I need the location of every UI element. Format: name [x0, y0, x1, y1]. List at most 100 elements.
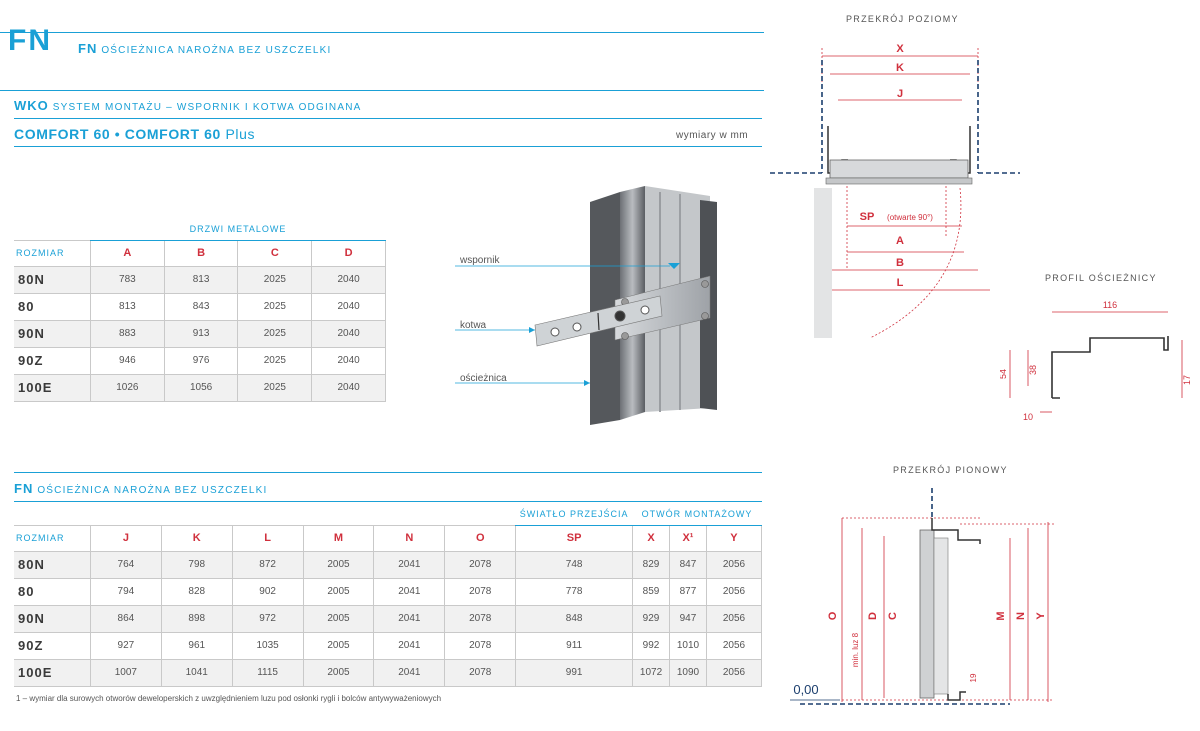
cell: 877 [669, 577, 707, 606]
dim-sp: SP [860, 211, 875, 223]
cell: 1072 [632, 658, 670, 687]
profil-title: PROFIL OŚCIEŻNICY [1045, 273, 1157, 283]
cell: 778 [515, 577, 634, 606]
table2-col-j: J [89, 524, 162, 552]
cell: 1035 [231, 631, 304, 660]
cell: 2041 [373, 631, 446, 660]
cell: 2040 [311, 265, 386, 294]
dim-sp-note: (otwarte 90°) [887, 213, 933, 222]
przekroj-pionowy-drawing: O D C M N Y min. luz 8 19 0,00 [790, 488, 1055, 705]
table-row: 80 813 843 2025 2040 [14, 292, 386, 321]
cell: 2005 [302, 604, 375, 633]
cell: 976 [163, 346, 239, 375]
fn-dimensions-table: ŚWIATŁO PRZEJŚCIA OTWÓR MONTAŻOWY ROZMIA… [14, 503, 763, 687]
drzwi-metalowe-table: DRZWI METALOWE ROZMIAR A B C D 80N 783 8… [14, 218, 386, 402]
row-size: 100E [14, 658, 91, 687]
cell: 961 [160, 631, 233, 660]
table2-col-sp: SP [515, 524, 634, 552]
cell: 2056 [705, 604, 763, 633]
cell: 859 [632, 577, 670, 606]
table-row: 80N 783 813 2025 2040 [14, 265, 386, 294]
cell: 2040 [311, 319, 386, 348]
dim-n: N [1015, 612, 1027, 620]
table2-rule [14, 501, 762, 502]
table2-col-n: N [373, 524, 446, 552]
row-size: 100E [14, 373, 91, 402]
wko-title: SYSTEM MONTAŻU – WSPORNIK I KOTWA ODGINA… [52, 102, 362, 113]
table-row: 90N 883 913 2025 2040 [14, 319, 386, 348]
cell: 972 [231, 604, 304, 633]
table2-col-o: O [444, 524, 517, 552]
row-size: 90N [14, 604, 91, 633]
cell: 798 [160, 550, 233, 579]
profil-38: 38 [1028, 365, 1038, 375]
table1-size-header: ROZMIAR [14, 239, 91, 267]
table2-col-x1: X¹ [669, 524, 707, 552]
cell: 1115 [231, 658, 304, 687]
group-sp: ŚWIATŁO PRZEJŚCIA [515, 503, 633, 526]
wko-header: WKO SYSTEM MONTAŻU – WSPORNIK I KOTWA OD… [14, 98, 362, 113]
dim-m: M [995, 611, 1007, 620]
product-line-title: COMFORT 60 • COMFORT 60 Plus [14, 126, 255, 142]
cell: 911 [515, 631, 634, 660]
cell: 2078 [444, 604, 517, 633]
wko-code: WKO [14, 98, 49, 113]
row-size: 90Z [14, 631, 91, 660]
cell: 843 [163, 292, 239, 321]
table2-fn-code: FN [14, 481, 34, 496]
cell: 992 [632, 631, 670, 660]
cell: 927 [89, 631, 162, 660]
cell: 2025 [237, 319, 313, 348]
cell: 2078 [444, 658, 517, 687]
label-wspornik: wspornik [460, 255, 500, 266]
cell: 828 [160, 577, 233, 606]
row-size: 90Z [14, 346, 91, 375]
table1-col-b: B [163, 239, 239, 267]
profil-54: 54 [1000, 369, 1008, 379]
row-size: 80 [14, 292, 91, 321]
dim-minluz: min. luz 8 [851, 632, 860, 667]
cell: 1010 [669, 631, 707, 660]
cell: 2005 [302, 658, 375, 687]
cell: 2005 [302, 577, 375, 606]
table-row: 100E 1007 1041 1115 2005 2041 2078 991 1… [14, 658, 763, 687]
profil-116: 116 [1103, 300, 1117, 310]
cell: 2041 [373, 550, 446, 579]
dim-d: D [867, 612, 879, 620]
cell: 2005 [302, 550, 375, 579]
row-size: 80 [14, 577, 91, 606]
fn-code: FN [78, 41, 98, 56]
table2-header: FN OŚCIEŻNICA NAROŻNA BEZ USZCZELKI [14, 481, 267, 496]
footnote: 1 – wymiar dla surowych otworów dewelope… [16, 694, 442, 703]
units-note: wymiary w mm [676, 130, 749, 141]
table-row: 90Z 946 976 2025 2040 [14, 346, 386, 375]
table2-col-x: X [632, 524, 670, 552]
header-rule-bottom [14, 146, 762, 147]
cell: 1007 [89, 658, 162, 687]
cell: 2025 [237, 292, 313, 321]
cell: 1056 [163, 373, 239, 402]
cell: 2040 [311, 346, 386, 375]
cell: 872 [231, 550, 304, 579]
cell: 2056 [705, 550, 763, 579]
anchor-kotwa [534, 295, 663, 347]
table-row: 100E 1026 1056 2025 2040 [14, 373, 386, 402]
table-row: 90N 864 898 972 2005 2041 2078 848 929 9… [14, 604, 763, 633]
table2-size-header: ROZMIAR [14, 524, 91, 552]
cell: 2041 [373, 577, 446, 606]
dim-b: B [896, 257, 904, 269]
table-row: 80N 764 798 872 2005 2041 2078 748 829 8… [14, 550, 763, 579]
dim-l: L [897, 277, 904, 289]
cell: 783 [90, 265, 165, 294]
cell: 848 [515, 604, 634, 633]
table2-spacer [14, 503, 516, 525]
row-size: 90N [14, 319, 91, 348]
cell: 829 [632, 550, 670, 579]
table2-col-m: M [302, 524, 375, 552]
comfort-main: COMFORT 60 • COMFORT 60 [14, 126, 221, 142]
cell: 1026 [90, 373, 165, 402]
cell: 2040 [311, 292, 386, 321]
przekroj-poziomy-drawing: X K J SP A B L (otwarte 90°) [770, 43, 1020, 339]
cell: 2078 [444, 577, 517, 606]
profil-10: 10 [1023, 412, 1033, 422]
